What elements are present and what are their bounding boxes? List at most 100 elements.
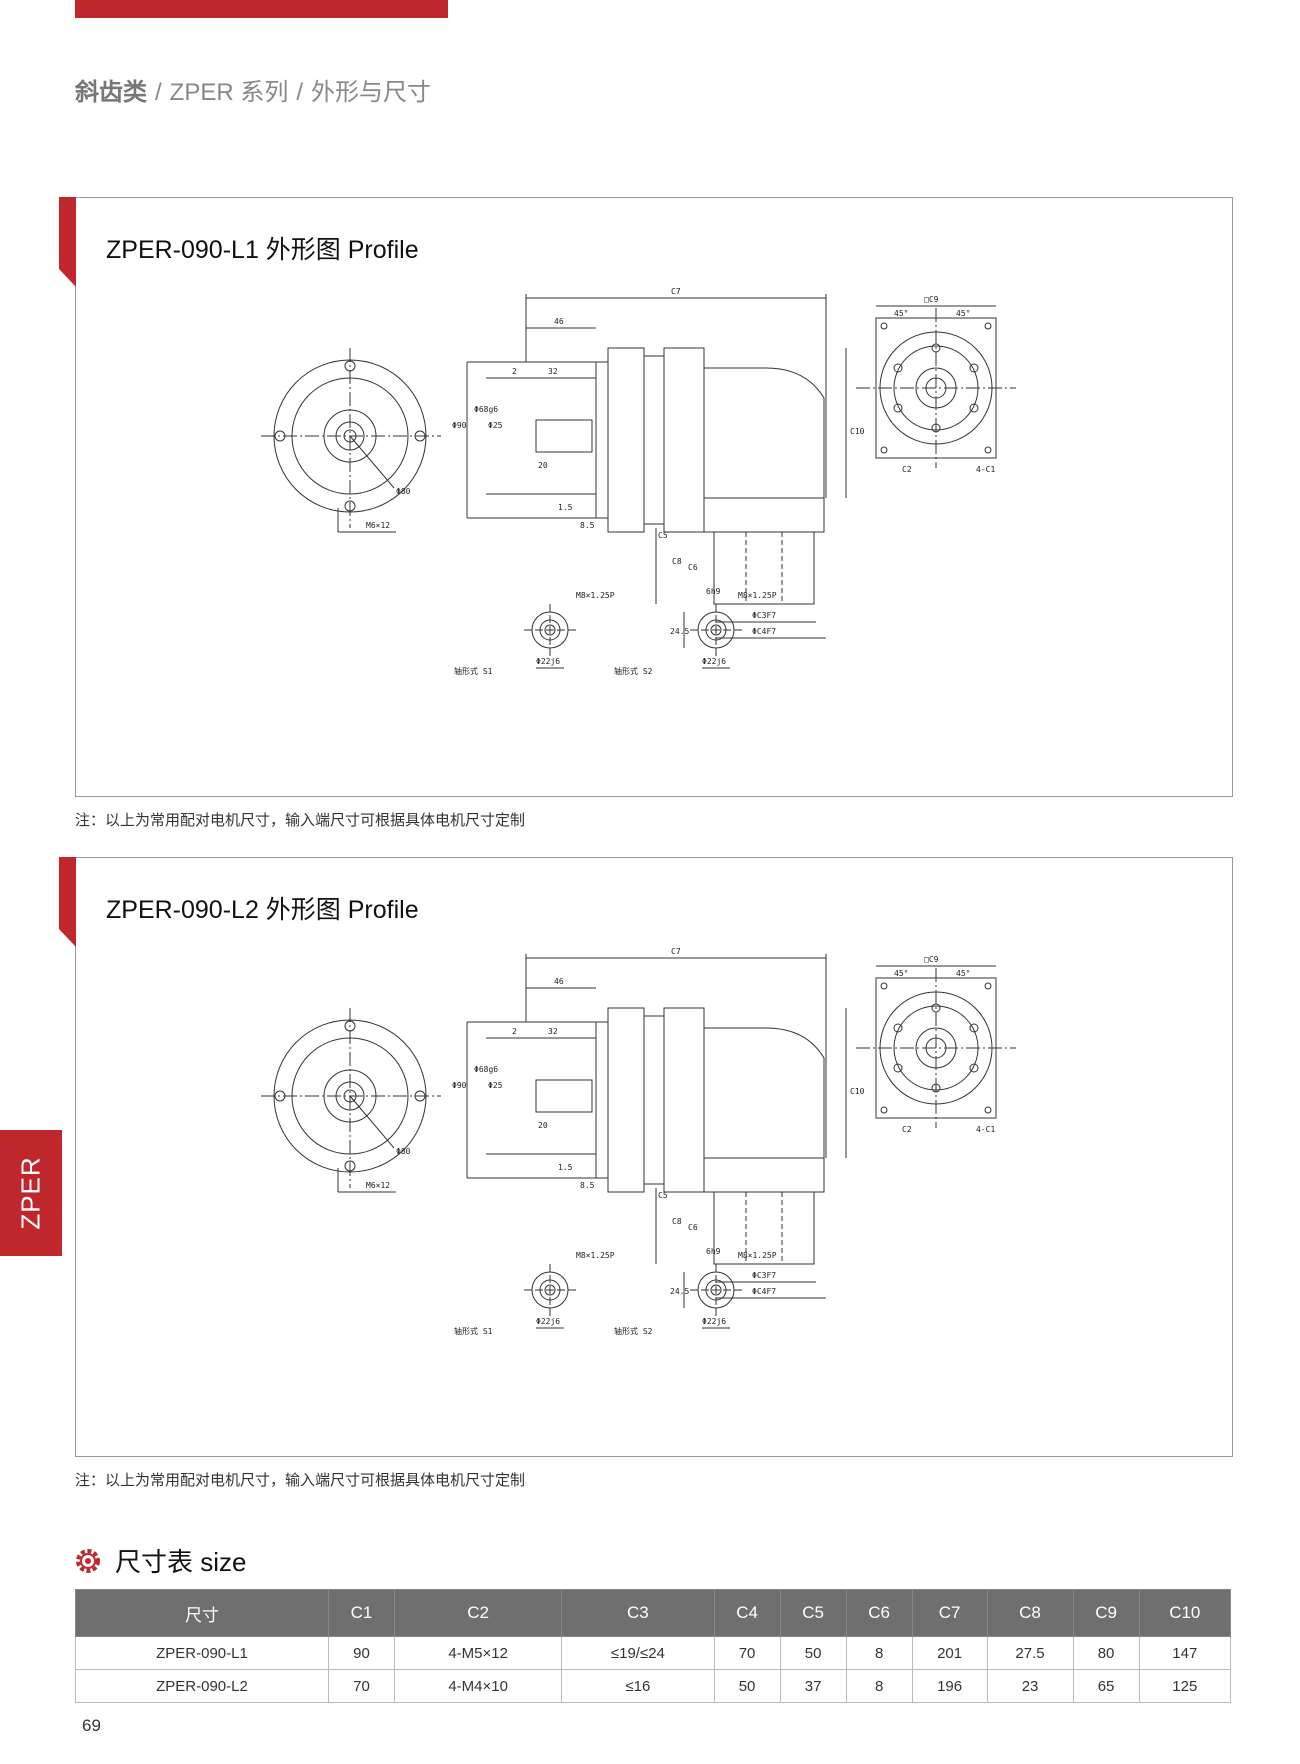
table-header-cell: C5	[779, 1589, 847, 1637]
table-header-cell: C2	[394, 1589, 563, 1637]
size-table-heading: 尺寸表 size	[75, 1542, 246, 1579]
side-view	[466, 294, 847, 639]
table-cell: 27.5	[986, 1636, 1074, 1670]
panel-note: 注：以上为常用配对电机尺寸，输入端尺寸可根据具体电机尺寸定制	[75, 1472, 526, 1489]
table-cell: 8	[845, 1636, 913, 1670]
dim-label: M6×12	[366, 1181, 390, 1190]
table-cell: 4-M5×12	[394, 1636, 563, 1670]
dim-label: 45°	[894, 969, 908, 978]
breadcrumb: 斜齿类/ZPER 系列/外形与尺寸	[75, 72, 431, 107]
dim-label: C2	[902, 1125, 912, 1134]
breadcrumb-category[interactable]: 斜齿类	[75, 79, 147, 106]
top-accent-bar	[75, 0, 448, 18]
dim-label: C5	[658, 1191, 668, 1200]
dim-label: C5	[658, 531, 668, 540]
dim-label: 46	[554, 977, 564, 986]
dim-label: Φ22j6	[702, 657, 726, 666]
dim-label: 4-C1	[976, 1125, 995, 1134]
dim-label: 32	[548, 367, 558, 376]
table-cell: 50	[713, 1669, 781, 1703]
dim-label: M8×1.25P	[738, 591, 777, 600]
dim-label: 20	[538, 1121, 548, 1130]
dim-label: ΦC3F7	[752, 1271, 776, 1280]
dim-label: 20	[538, 461, 548, 470]
dim-label: C10	[850, 427, 865, 436]
dim-label: 6h9	[706, 587, 721, 596]
dim-label: Φ68g6	[474, 405, 498, 414]
dim-label: □C9	[924, 295, 939, 304]
shaft-views	[524, 1264, 742, 1329]
table-cell: 147	[1138, 1636, 1232, 1670]
dim-label: Φ80	[396, 1147, 411, 1156]
table-cell: 201	[911, 1636, 988, 1670]
profile-panel: ZPER-090-L1 外形图 Profile	[59, 197, 1233, 797]
dim-label: ΦC3F7	[752, 611, 776, 620]
table-cell: 37	[779, 1669, 847, 1703]
table-cell: 70	[713, 1636, 781, 1670]
technical-drawing: C7 46 2 32 20 1.5 8.5 Φ90 Φ68g6 Φ25 Φ80 …	[261, 947, 1016, 1336]
dim-label: ΦC4F7	[752, 627, 776, 636]
dim-label: 4-C1	[976, 465, 995, 474]
panel-flag-icon	[59, 197, 76, 287]
table-cell: 8	[845, 1669, 913, 1703]
dim-label: C10	[850, 1087, 865, 1096]
table-header-cell: C10	[1138, 1589, 1232, 1637]
dim-label: M8×1.25P	[738, 1251, 777, 1260]
dim-label: Φ68g6	[474, 1065, 498, 1074]
profile-panel: ZPER-090-L2 外形图 Profile	[59, 857, 1233, 1457]
table-header-cell: 尺寸	[75, 1589, 329, 1637]
breadcrumb-current: 外形与尺寸	[311, 79, 432, 106]
dim-label: Φ80	[396, 487, 411, 496]
panel-note: 注：以上为常用配对电机尺寸，输入端尺寸可根据具体电机尺寸定制	[75, 812, 526, 829]
dim-label: 24.5	[670, 627, 689, 636]
table-cell: ≤16	[561, 1669, 715, 1703]
table-cell: 23	[986, 1669, 1074, 1703]
dim-label: Φ90	[452, 421, 467, 430]
table-cell: 80	[1072, 1636, 1140, 1670]
dim-label: 45°	[956, 309, 970, 318]
front-view	[261, 1008, 441, 1193]
dim-label: Φ25	[488, 1081, 503, 1090]
breadcrumb-separator: /	[155, 79, 162, 106]
dim-label: 32	[548, 1027, 558, 1036]
dim-label: ΦC4F7	[752, 1287, 776, 1296]
size-table-title: 尺寸表 size	[115, 1547, 247, 1577]
dim-label: 24.5	[670, 1287, 689, 1296]
dim-label: C8	[672, 1217, 682, 1226]
rear-view	[856, 965, 1016, 1128]
table-header-cell: C6	[845, 1589, 913, 1637]
dim-label: C8	[672, 557, 682, 566]
dim-label: Φ22j6	[536, 1317, 560, 1326]
dim-label: Φ22j6	[702, 1317, 726, 1326]
dim-label: M6×12	[366, 521, 390, 530]
dim-label: C6	[688, 1223, 698, 1232]
dim-label: 轴形式 S2	[614, 666, 653, 676]
table-cell: 196	[911, 1669, 988, 1703]
table-cell: ZPER-090-L2	[75, 1669, 329, 1703]
dim-label: 2	[512, 1027, 517, 1036]
side-section-tab[interactable]: ZPER	[0, 1130, 62, 1256]
table-cell: 50	[779, 1636, 847, 1670]
breadcrumb-series[interactable]: ZPER 系列	[169, 79, 289, 106]
table-cell: 70	[327, 1669, 396, 1703]
dim-label: Φ25	[488, 421, 503, 430]
dim-label: 45°	[894, 309, 908, 318]
dim-label: 轴形式 S1	[454, 666, 493, 676]
side-view	[466, 954, 847, 1299]
shaft-views	[524, 604, 742, 669]
dim-label: C2	[902, 465, 912, 474]
table-cell: 90	[327, 1636, 396, 1670]
table-header-cell: C1	[327, 1589, 396, 1637]
dim-label: 6h9	[706, 1247, 721, 1256]
table-header-cell: C3	[561, 1589, 715, 1637]
table-cell: 4-M4×10	[394, 1669, 563, 1703]
dim-label: 45°	[956, 969, 970, 978]
table-header-cell: C9	[1072, 1589, 1140, 1637]
dim-label: Φ90	[452, 1081, 467, 1090]
page-number: 69	[82, 1716, 101, 1735]
